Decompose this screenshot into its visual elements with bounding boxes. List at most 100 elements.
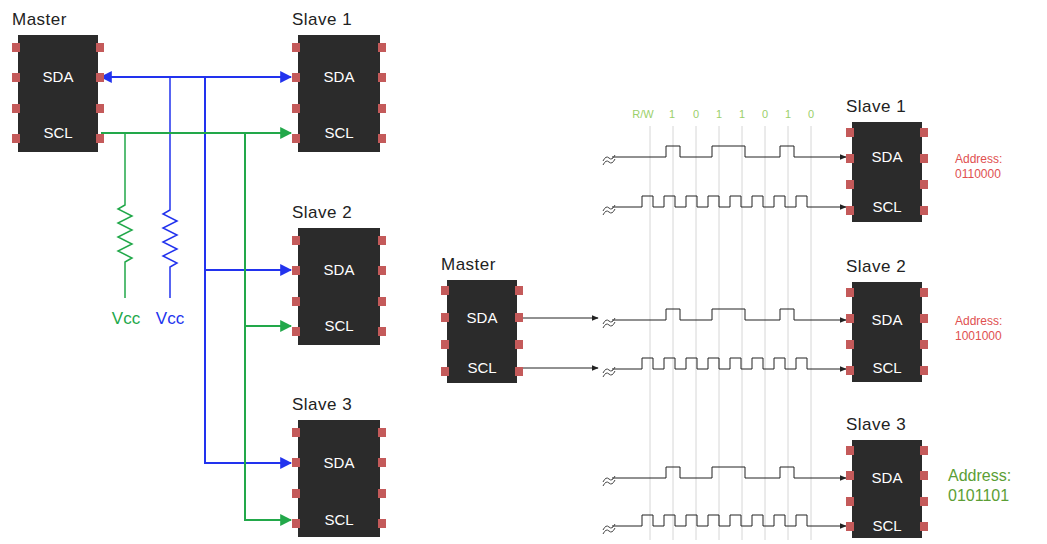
- chip-title: Slave 1: [846, 97, 906, 117]
- ic-pin: [920, 288, 928, 297]
- chip-title: Slave 2: [846, 257, 906, 277]
- ic-pin: [515, 313, 523, 322]
- bit-label: R/W: [626, 108, 660, 122]
- grid-line: [673, 126, 674, 540]
- scl-waveform: [612, 358, 846, 369]
- sda-bus: [101, 77, 291, 270]
- ic-chip: Slave 1SDASCL: [298, 35, 380, 152]
- ic-pin: [920, 154, 928, 163]
- pin-name: SCL: [18, 124, 98, 142]
- ic-pin: [292, 489, 300, 498]
- address-label: Address: 0101101: [948, 466, 1044, 506]
- bit-label: 0: [686, 108, 706, 122]
- ic-pin: [292, 73, 300, 82]
- ic-chip: MasterSDASCL: [18, 35, 98, 152]
- ic-pin: [920, 471, 928, 480]
- ic-pin: [846, 288, 854, 297]
- pin-name: SCL: [298, 124, 380, 142]
- pin-name: SCL: [852, 517, 922, 535]
- pin-name: SDA: [852, 148, 922, 166]
- ic-pin: [378, 43, 386, 52]
- ic-pin: [920, 314, 928, 323]
- ic-pin: [96, 134, 104, 143]
- ic-pin: [12, 134, 20, 143]
- ic-pin: [920, 128, 928, 137]
- ic-pin: [441, 286, 449, 295]
- signal-arrow: [522, 368, 598, 369]
- ic-pin: [378, 428, 386, 437]
- ic-pin: [441, 367, 449, 376]
- signal-arrow: [522, 318, 598, 319]
- sda-waveform: [612, 467, 846, 478]
- bit-label: 1: [662, 108, 682, 122]
- chip-title: Slave 3: [846, 415, 906, 435]
- ic-chip: Slave 1SDASCL: [852, 122, 922, 222]
- ic-pin: [441, 313, 449, 322]
- scl-waveform: [612, 515, 846, 526]
- ic-pin: [378, 458, 386, 467]
- address-label: Address: 1001000: [955, 314, 1033, 344]
- pin-name: SCL: [298, 317, 380, 335]
- pullup-wire: [118, 133, 132, 298]
- ic-pin: [378, 327, 386, 336]
- ic-pin: [378, 519, 386, 528]
- ic-pin: [12, 73, 20, 82]
- ic-pin: [920, 180, 928, 189]
- pin-name: SCL: [298, 511, 380, 529]
- ic-pin: [846, 446, 854, 455]
- sda-bus: [101, 77, 291, 463]
- grid-line: [742, 126, 743, 540]
- chip-title: Slave 3: [292, 395, 352, 415]
- ic-pin: [515, 367, 523, 376]
- ic-pin: [846, 366, 854, 375]
- break-mark: [603, 524, 615, 534]
- break-mark: [603, 367, 615, 377]
- ic-pin: [96, 43, 104, 52]
- ic-pin: [292, 519, 300, 528]
- pin-name: SDA: [298, 68, 380, 86]
- bit-label: 1: [709, 108, 729, 122]
- ic-pin: [441, 340, 449, 349]
- ic-pin: [846, 206, 854, 215]
- ic-chip: Slave 3SDASCL: [852, 440, 922, 538]
- ic-pin: [96, 104, 104, 113]
- ic-pin: [920, 497, 928, 506]
- grid-line: [788, 126, 789, 540]
- chip-title: Slave 2: [292, 203, 352, 223]
- ic-pin: [292, 428, 300, 437]
- ic-pin: [920, 340, 928, 349]
- ic-pin: [12, 43, 20, 52]
- grid-line: [719, 126, 720, 540]
- ic-pin: [846, 471, 854, 480]
- sda-waveform: [612, 146, 846, 157]
- ic-pin: [846, 497, 854, 506]
- ic-pin: [920, 366, 928, 375]
- ic-chip: Slave 2SDASCL: [298, 228, 380, 345]
- pin-name: SCL: [852, 359, 922, 377]
- bit-label: 0: [801, 108, 821, 122]
- pin-name: SCL: [852, 198, 922, 216]
- supply-label: Vcc: [108, 308, 144, 329]
- ic-pin: [846, 128, 854, 137]
- sda-waveform: [612, 309, 846, 320]
- scl-bus: [101, 133, 291, 326]
- break-mark: [603, 155, 615, 165]
- ic-chip: MasterSDASCL: [447, 280, 517, 383]
- chip-title: Slave 1: [292, 10, 352, 30]
- break-mark: [603, 476, 615, 486]
- pin-name: SDA: [852, 311, 922, 329]
- ic-pin: [12, 104, 20, 113]
- address-label: Address: 0110000: [955, 152, 1033, 182]
- ic-pin: [292, 266, 300, 275]
- pin-name: SDA: [298, 261, 380, 279]
- ic-pin: [515, 286, 523, 295]
- ic-pin: [515, 340, 523, 349]
- ic-pin: [96, 73, 104, 82]
- ic-pin: [378, 236, 386, 245]
- bit-grid: [650, 126, 811, 540]
- bit-label: 1: [732, 108, 752, 122]
- ic-pin: [378, 134, 386, 143]
- ic-chip: Slave 3SDASCL: [298, 420, 380, 537]
- pin-name: SDA: [852, 469, 922, 487]
- break-mark: [603, 205, 615, 215]
